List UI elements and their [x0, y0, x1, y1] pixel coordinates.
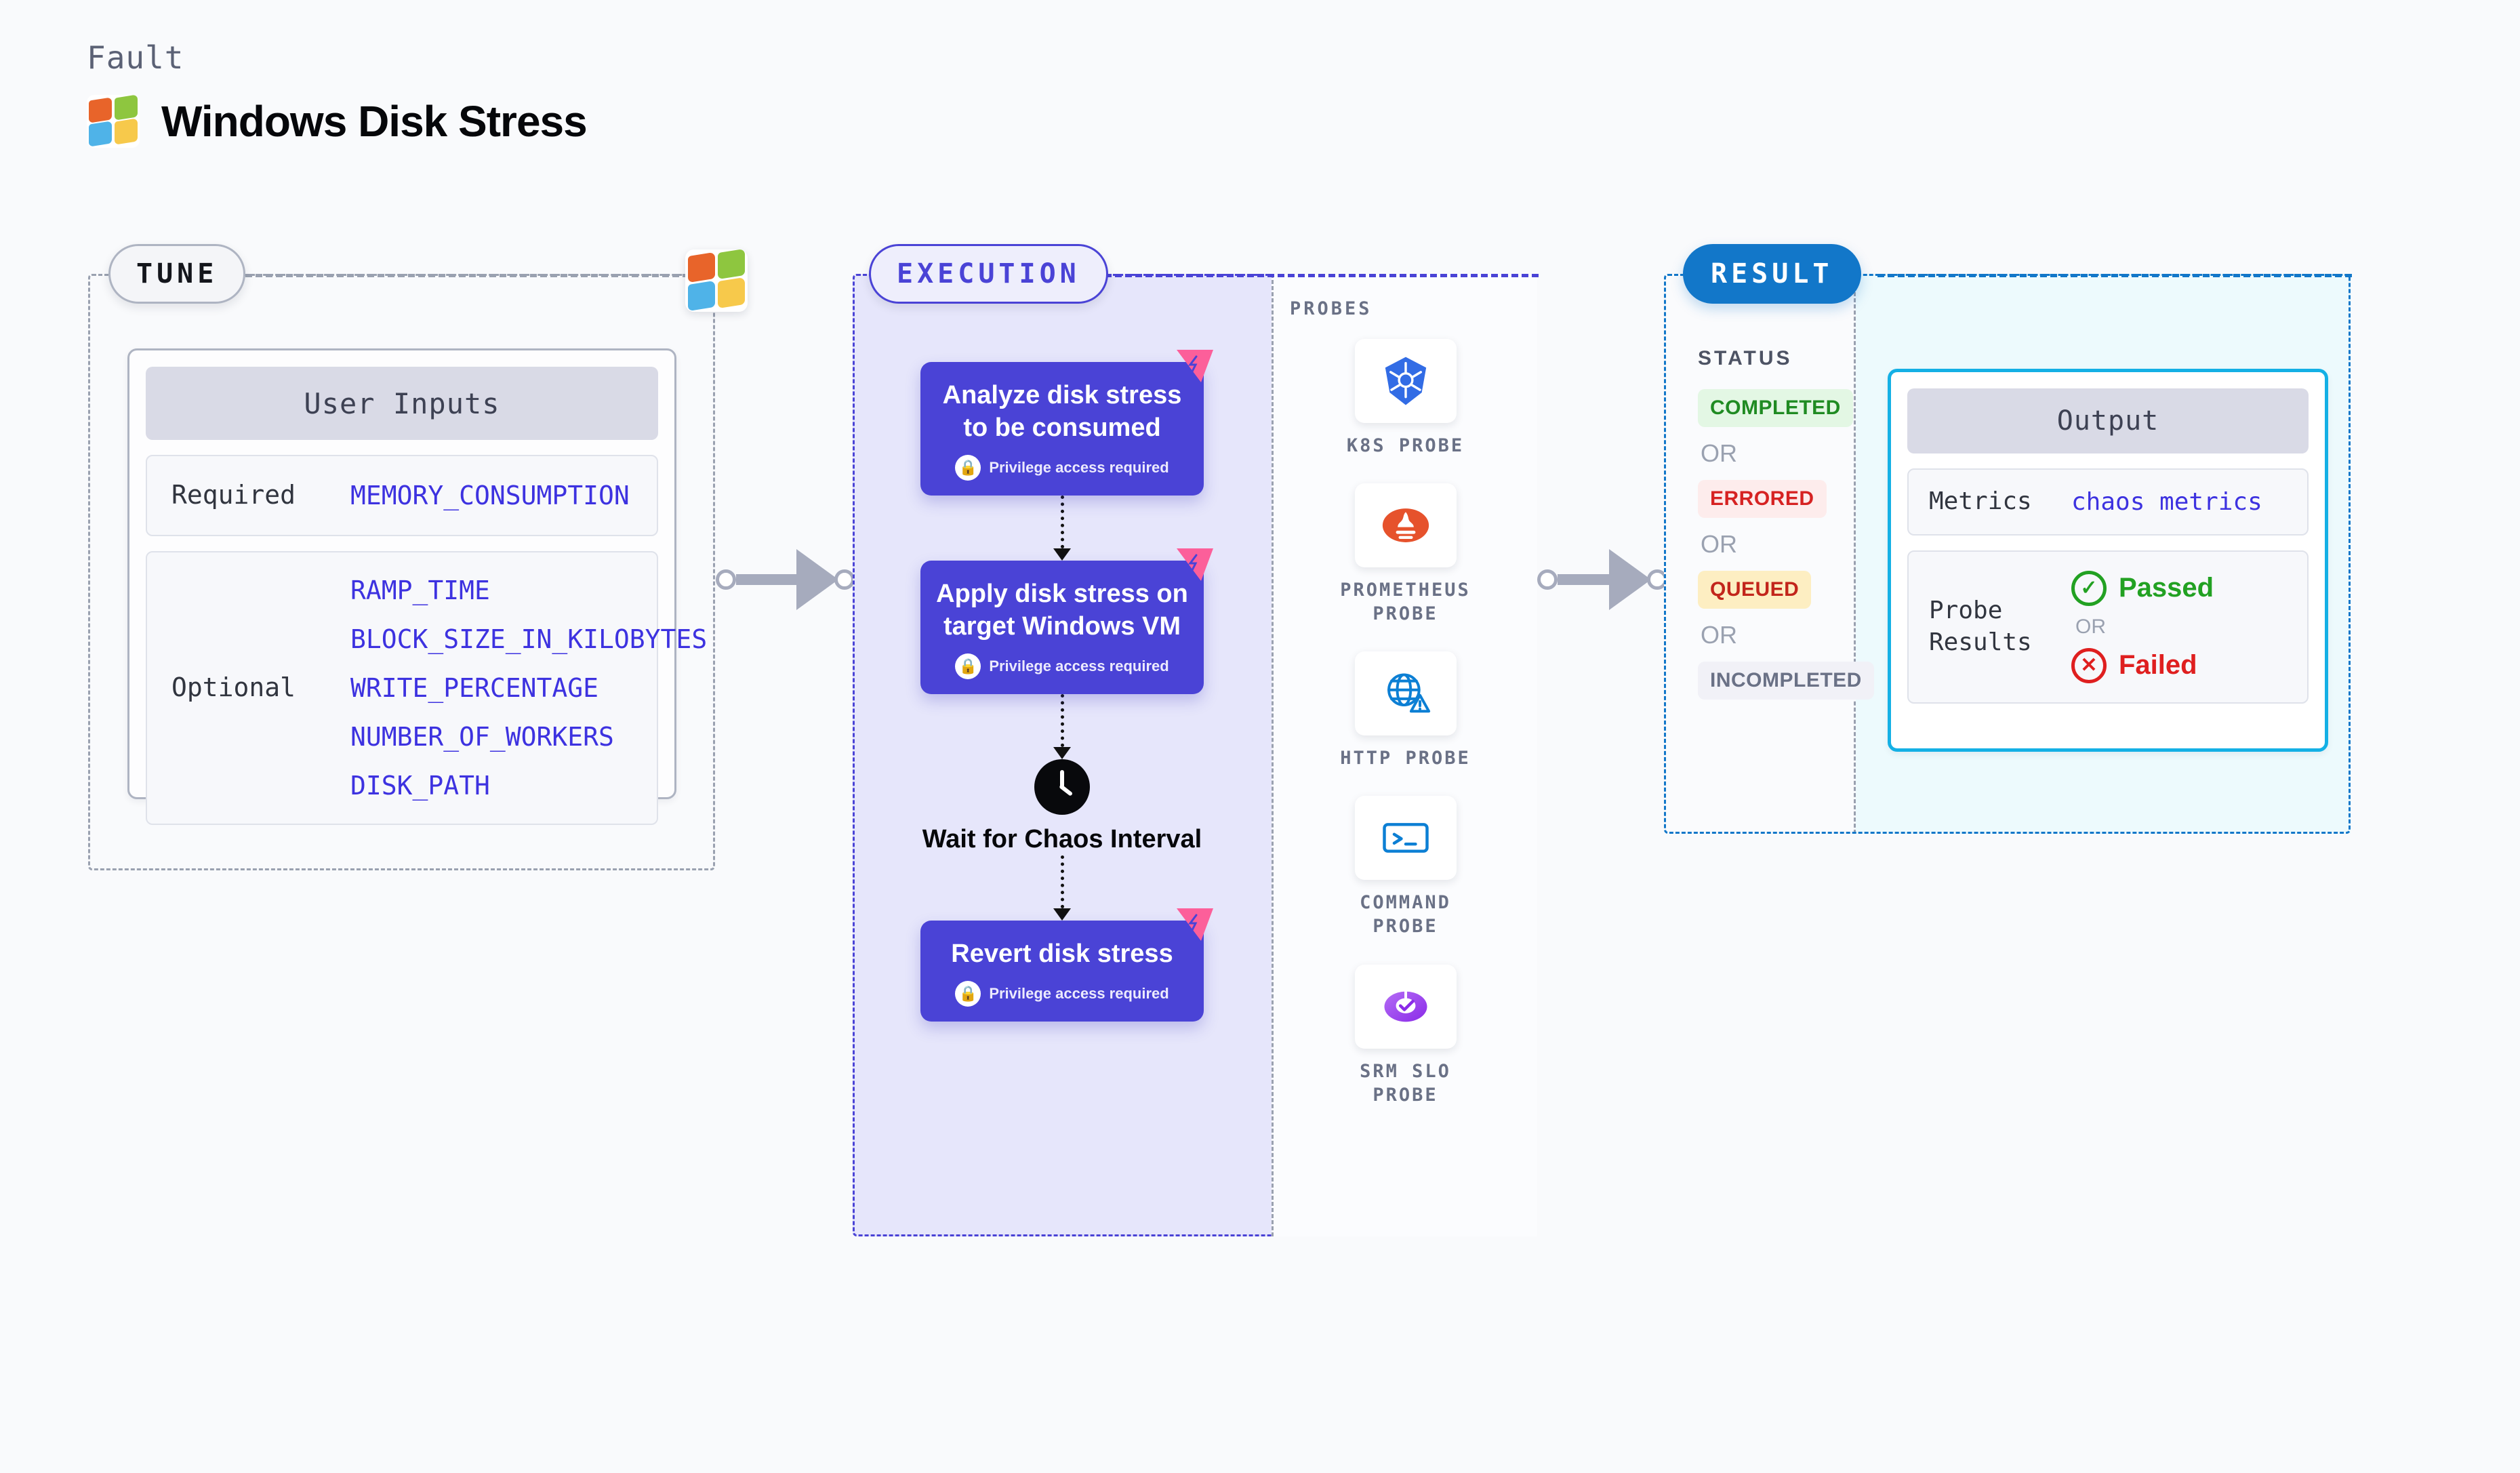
flow-arrow — [920, 496, 1204, 561]
step-privilege-note: 🔒 Privilege access required — [934, 653, 1190, 679]
input-name[interactable]: DISK_PATH — [350, 770, 490, 801]
execution-pill[interactable]: EXECUTION — [869, 244, 1108, 304]
flow-arrow — [920, 694, 1204, 759]
result-panel: RESULT STATUS COMPLETED OR ERRORED OR QU… — [1664, 244, 2351, 834]
wait-for-chaos-node: Wait for Chaos Interval — [920, 759, 1204, 855]
execution-flow: Analyze disk stress to be consumed 🔒 Pri… — [920, 350, 1213, 1022]
status-badge: INCOMPLETED — [1698, 662, 1874, 700]
execution-step[interactable]: Apply disk stress on target Windows VM 🔒… — [920, 548, 1213, 694]
execution-rail — [1105, 274, 1539, 277]
user-inputs-title: User Inputs — [146, 367, 658, 440]
probe-label: HTTP PROBE — [1340, 748, 1471, 769]
step-title: Revert disk stress — [951, 939, 1173, 968]
passed-label: Passed — [2119, 573, 2214, 603]
required-inputs-row: Required MEMORY_CONSUMPTION — [146, 455, 658, 536]
check-circle-icon: ✓ — [2071, 570, 2107, 606]
probe-item-command[interactable]: COMMAND PROBE — [1321, 796, 1490, 938]
probes-label: PROBES — [1290, 298, 1373, 319]
execution-step[interactable]: Analyze disk stress to be consumed 🔒 Pri… — [920, 350, 1213, 496]
probe-item-http[interactable]: HTTP PROBE — [1321, 651, 1490, 770]
probe-passed-row: ✓ Passed — [2071, 570, 2214, 606]
probes-subpanel: PROBES — [1272, 274, 1537, 1236]
flow-arrow — [920, 855, 1204, 921]
or-label: OR — [1701, 530, 1737, 558]
status-label: STATUS — [1698, 347, 1793, 369]
probe-item-k8s[interactable]: K8S PROBE — [1321, 339, 1490, 458]
globe-warning-icon — [1354, 651, 1457, 736]
privilege-text: Privilege access required — [989, 658, 1169, 674]
failed-label: Failed — [2119, 650, 2197, 681]
or-label: OR — [2075, 615, 2106, 638]
connector-tune-to-execution — [716, 549, 855, 610]
step-privilege-note: 🔒 Privilege access required — [934, 981, 1190, 1007]
status-list: COMPLETED OR ERRORED OR QUEUED OR INCOMP… — [1698, 389, 1874, 700]
metrics-label: Metrics — [1929, 487, 2032, 515]
privilege-text: Privilege access required — [989, 459, 1169, 476]
probe-item-srm-slo[interactable]: SRM SLO PROBE — [1321, 964, 1490, 1107]
or-label: OR — [1701, 439, 1737, 467]
result-status-column — [1664, 274, 1856, 834]
input-name[interactable]: RAMP_TIME — [350, 575, 490, 605]
wait-label: Wait for Chaos Interval — [922, 825, 1202, 853]
status-badge: ERRORED — [1698, 480, 1827, 518]
probe-label: COMMAND PROBE — [1360, 892, 1451, 937]
page-title-row: Windows Disk Stress — [87, 94, 588, 148]
probe-results-label: Probe Results — [1929, 597, 2032, 656]
optional-values: RAMP_TIME BLOCK_SIZE_IN_KILOBYTES WRITE_… — [350, 576, 707, 801]
probe-item-prometheus[interactable]: PROMETHEUS PROBE — [1321, 483, 1490, 626]
chaos-badge-icon — [1177, 548, 1213, 581]
windows-logo-icon — [87, 94, 140, 148]
probe-failed-row: ✕ Failed — [2071, 647, 2214, 683]
clock-icon — [1034, 759, 1090, 815]
page-title: Windows Disk Stress — [161, 97, 588, 146]
terminal-icon — [1354, 796, 1457, 881]
step-privilege-note: 🔒 Privilege access required — [934, 455, 1190, 481]
lock-icon: 🔒 — [955, 981, 981, 1007]
tune-panel: TUNE User Inputs Required MEMORY_CONSUMP… — [88, 244, 715, 870]
x-circle-icon: ✕ — [2071, 647, 2107, 683]
execution-panel: EXECUTION PROBES — [853, 244, 1537, 1236]
chaos-badge-icon — [1177, 350, 1213, 382]
input-name[interactable]: NUMBER_OF_WORKERS — [350, 721, 614, 752]
chaos-badge-icon — [1177, 908, 1213, 941]
probe-label: K8S PROBE — [1346, 435, 1465, 456]
step-title: Analyze disk stress to be consumed — [942, 381, 1182, 442]
step-title: Apply disk stress on target Windows VM — [936, 580, 1188, 641]
probes-list: K8S PROBE PROMETHEUS PROBE — [1274, 339, 1537, 1107]
required-label: Required — [171, 480, 296, 510]
optional-inputs-row: Optional RAMP_TIME BLOCK_SIZE_IN_KILOBYT… — [146, 550, 707, 825]
user-inputs-card: User Inputs Required MEMORY_CONSUMPTION … — [127, 348, 707, 825]
output-title: Output — [1907, 388, 2309, 453]
result-pill[interactable]: RESULT — [1683, 244, 1861, 304]
tune-rail — [245, 274, 689, 277]
kubernetes-icon — [1354, 339, 1457, 423]
input-name[interactable]: WRITE_PERCENTAGE — [350, 672, 599, 703]
or-label: OR — [1701, 621, 1737, 649]
status-badge: QUEUED — [1698, 571, 1812, 609]
metrics-row: Metrics chaos metrics — [1907, 468, 2309, 536]
srm-slo-icon — [1354, 964, 1457, 1049]
probe-results-row: Probe Results ✓ Passed OR ✕ Failed — [1907, 550, 2309, 704]
metrics-value[interactable]: chaos metrics — [2071, 487, 2262, 516]
output-card: Output Metrics chaos metrics Probe Resul… — [1888, 369, 2328, 752]
tune-pill[interactable]: TUNE — [108, 244, 246, 304]
probe-label: SRM SLO PROBE — [1360, 1060, 1451, 1106]
probe-label: PROMETHEUS PROBE — [1340, 580, 1471, 625]
probe-result-values: ✓ Passed OR ✕ Failed — [2071, 570, 2214, 683]
result-rail — [1877, 274, 2352, 277]
status-badge: COMPLETED — [1698, 389, 1853, 427]
lock-icon: 🔒 — [955, 653, 981, 679]
required-values: MEMORY_CONSUMPTION — [350, 481, 630, 510]
page-kicker: Fault — [87, 39, 184, 76]
lock-icon: 🔒 — [955, 455, 981, 481]
input-name[interactable]: BLOCK_SIZE_IN_KILOBYTES — [350, 624, 708, 654]
input-name[interactable]: MEMORY_CONSUMPTION — [350, 480, 630, 510]
windows-logo-icon — [685, 248, 748, 312]
privilege-text: Privilege access required — [989, 985, 1169, 1003]
connector-execution-to-result — [1537, 549, 1667, 610]
execution-step[interactable]: Revert disk stress 🔒 Privilege access re… — [920, 908, 1213, 1022]
optional-label: Optional — [171, 672, 296, 702]
prometheus-icon — [1354, 483, 1457, 568]
